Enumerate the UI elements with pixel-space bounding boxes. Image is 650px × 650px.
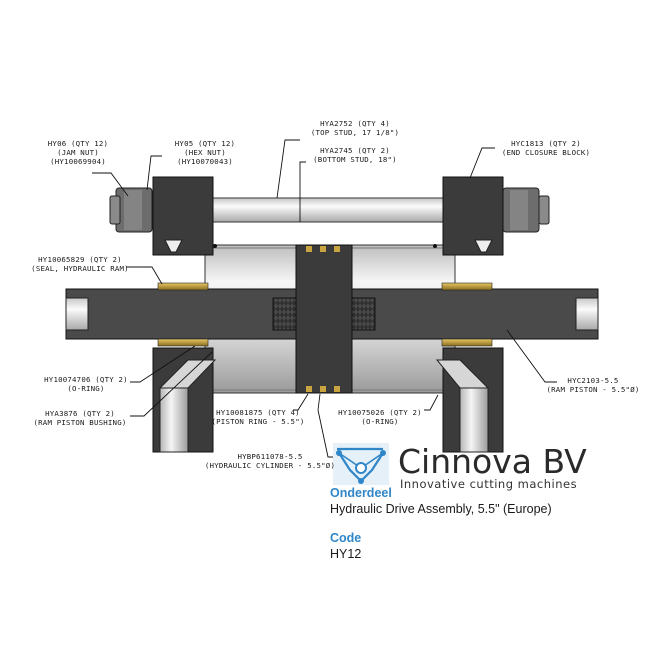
callout-line: (HEX NUT) [184,148,226,157]
callout-hya2745: HYA2745 (QTY 2) (BOTTOM STUD, 18") [313,146,397,164]
callout-line: HYA2752 (QTY 4) [320,119,390,128]
code-value: HY12 [330,547,361,561]
callout-hy10065829: HY10065829 (QTY 2) (SEAL, HYDRAULIC RAM) [31,255,129,273]
callout-line: (JAM NUT) [57,148,99,157]
callout-line: (RAM PISTON BUSHING) [34,418,127,427]
callout-line: (O-RING) [67,384,104,393]
callout-hy10075026: HY10075026 (QTY 2) (O-RING) [338,408,422,426]
part-value: Hydraulic Drive Assembly, 5.5" (Europe) [330,502,552,516]
callout-line: HYA3876 (QTY 2) [45,409,115,418]
brand-name: Cinnova BV [398,442,587,481]
top-stud [109,187,550,233]
callout-line: HYC2103-5.5 [567,376,618,385]
callout-line: HYC1813 (QTY 2) [511,139,581,148]
code-heading: Code [330,531,361,545]
callout-line: HY10074706 (QTY 2) [44,375,128,384]
callout-hy10074706: HY10074706 (QTY 2) (O-RING) [44,375,128,393]
end-closure-block-right [435,176,504,453]
callout-line: (TOP STUD, 17 1/8") [311,128,399,137]
callout-hy06: HY06 (QTY 12) (JAM NUT) (HY10069904) [48,139,108,166]
callout-hybp: HYBP611078-5.5 (HYDRAULIC CYLINDER - 5.5… [205,452,335,470]
piston-rings [306,246,340,392]
callout-line: (BOTTOM STUD, 18") [313,155,397,164]
callout-line: (HY10070043) [177,157,233,166]
callout-line: HY10075026 (QTY 2) [338,408,422,417]
callout-line: (HY10069904) [50,157,106,166]
callout-line: HY10065829 (QTY 2) [38,255,122,264]
brand-tagline: Innovative cutting machines [400,477,577,491]
callout-hyc2103: HYC2103-5.5 (RAM PISTON - 5.5"Ø) [547,376,640,394]
callout-line: (PISTON RING - 5.5") [212,417,305,426]
callout-line: HY10081875 (QTY 4) [216,408,300,417]
callout-hy10081875: HY10081875 (QTY 4) (PISTON RING - 5.5") [212,408,305,426]
end-closure-block-left [152,176,217,453]
callout-line: HYA2745 (QTY 2) [320,146,390,155]
callout-line: HYBP611078-5.5 [237,452,302,461]
callout-line: HY06 (QTY 12) [48,139,108,148]
callout-line: HY05 (QTY 12) [175,139,235,148]
part-heading: Onderdeel [330,486,392,500]
cinnova-logo [333,443,389,485]
ram-seals [157,244,493,347]
callout-line: (END CLOSURE BLOCK) [502,148,590,157]
callout-hya3876: HYA3876 (QTY 2) (RAM PISTON BUSHING) [34,409,127,427]
callout-hyc1813: HYC1813 (QTY 2) (END CLOSURE BLOCK) [502,139,590,157]
callout-line: (O-RING) [361,417,398,426]
leader-lines [92,139,557,458]
callout-line: (RAM PISTON - 5.5"Ø) [547,385,640,394]
callout-line: (SEAL, HYDRAULIC RAM) [31,264,129,273]
ram-piston [272,244,376,394]
callout-hya2752: HYA2752 (QTY 4) (TOP STUD, 17 1/8") [311,119,399,137]
callout-line: (HYDRAULIC CYLINDER - 5.5"Ø) [205,461,335,470]
callout-hy05: HY05 (QTY 12) (HEX NUT) (HY10070043) [175,139,235,166]
